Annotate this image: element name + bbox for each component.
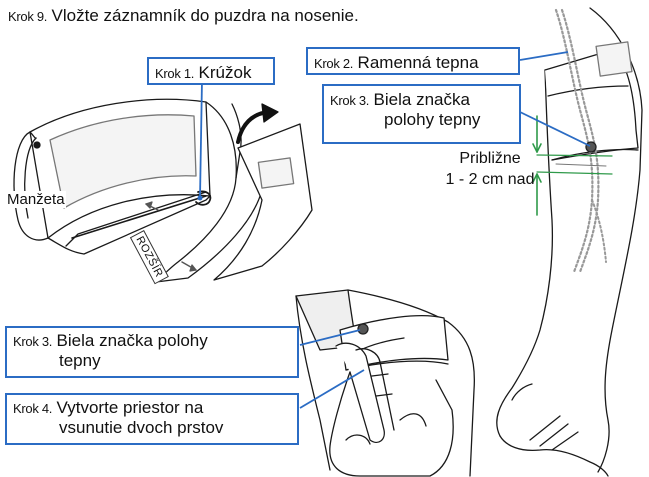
callout-fingers-step: Krok 4. (13, 401, 53, 416)
callout-mark-upper-line2: polohy tepny (384, 110, 481, 129)
cuff-label: Manžeta (6, 191, 66, 208)
leader-ring (199, 79, 203, 199)
callout-ring-step: Krok 1. (155, 66, 195, 81)
leader-artery (519, 51, 569, 61)
callout-fingers-line2: vsunutie dvoch prstov (59, 418, 224, 437)
callout-fingers: Krok 4. Vytvorte priestor na vsunutie dv… (5, 393, 299, 445)
arm-drawing (496, 7, 643, 477)
callout-mark-upper: Krok 3. Biela značka polohy tepny (322, 84, 521, 144)
callout-mark-lower-line2: tepny (59, 351, 101, 370)
cuff-drawing (13, 98, 313, 283)
callout-ring-text: Krúžok (198, 63, 252, 82)
heading-text: Vložte záznamník do puzdra na nosenie. (51, 6, 359, 25)
leader-fingers (299, 369, 365, 409)
callout-artery: Krok 2. Ramenná tepna (306, 47, 520, 75)
distance-line1: Približne (459, 150, 521, 167)
distance-label: Približne 1 - 2 cm nad (442, 148, 538, 190)
callout-mark-lower: Krok 3. Biela značka polohy tepny (5, 326, 299, 378)
page-heading: Krok 9. Vložte záznamník do puzdra na no… (8, 6, 359, 26)
callout-mark-lower-step: Krok 3. (13, 334, 53, 349)
callout-fingers-line1: Vytvorte priestor na (56, 398, 204, 417)
heading-step: Krok 9. (8, 9, 48, 24)
fingers-drawing (295, 289, 476, 477)
callout-mark-upper-line1: Biela značka (373, 90, 470, 109)
leader-mark-upper (519, 111, 591, 147)
leader-mark-lower (299, 329, 361, 346)
callout-mark-upper-step: Krok 3. (330, 93, 370, 108)
callout-artery-text: Ramenná tepna (357, 53, 479, 72)
callout-ring: Krok 1. Krúžok (147, 57, 275, 85)
distance-line2: 1 - 2 cm nad (445, 171, 535, 188)
callout-mark-lower-line1: Biela značka polohy (56, 331, 208, 350)
callout-artery-step: Krok 2. (314, 56, 354, 71)
